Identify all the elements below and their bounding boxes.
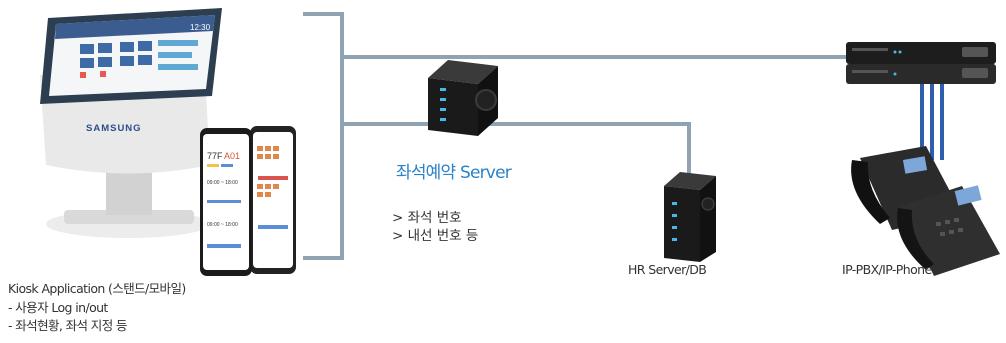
reservation-server-icon: [428, 60, 498, 136]
phone-time-2: 09:00 ~ 18:00: [207, 222, 238, 228]
mobile-phones-icon: 77F A01 09:00 ~ 18:00 09:00 ~ 18:00: [200, 126, 296, 276]
phone-seat: A01: [224, 151, 240, 161]
hr-server-icon: [664, 172, 716, 262]
server-feature-extension: > 내선 번호 등: [392, 228, 479, 244]
hr-server-label: HR Server/DB: [628, 262, 707, 277]
server-to-hr-line: [340, 122, 691, 177]
kiosk-feature-seat: - 좌석현황, 좌석 지정 등: [8, 318, 127, 333]
ipbx-label: IP-PBX/IP-Phone: [842, 262, 932, 277]
kiosk-brand: SAMSUNG: [86, 123, 142, 134]
phone-time-1: 09:00 ~ 18:00: [207, 180, 238, 186]
kiosk-icon: 12:30 SAMSUNG: [40, 8, 222, 238]
server-feature-seat-number: > 좌석 번호: [392, 210, 462, 226]
kiosk-screen-clock: 12:30: [190, 23, 211, 32]
ipbx-rack-icon: [846, 42, 996, 84]
phone-floor: 77F: [207, 151, 223, 161]
reservation-server-title: 좌석예약 Server: [396, 163, 512, 183]
kiosk-feature-login: - 사용자 Log in/out: [8, 300, 108, 315]
kiosk-bracket-line: [303, 12, 344, 260]
ip-phone-icon: [851, 146, 1000, 276]
connector-lines: [303, 12, 864, 260]
kiosk-app-title: Kiosk Application (스탠드/모바일): [8, 281, 186, 296]
